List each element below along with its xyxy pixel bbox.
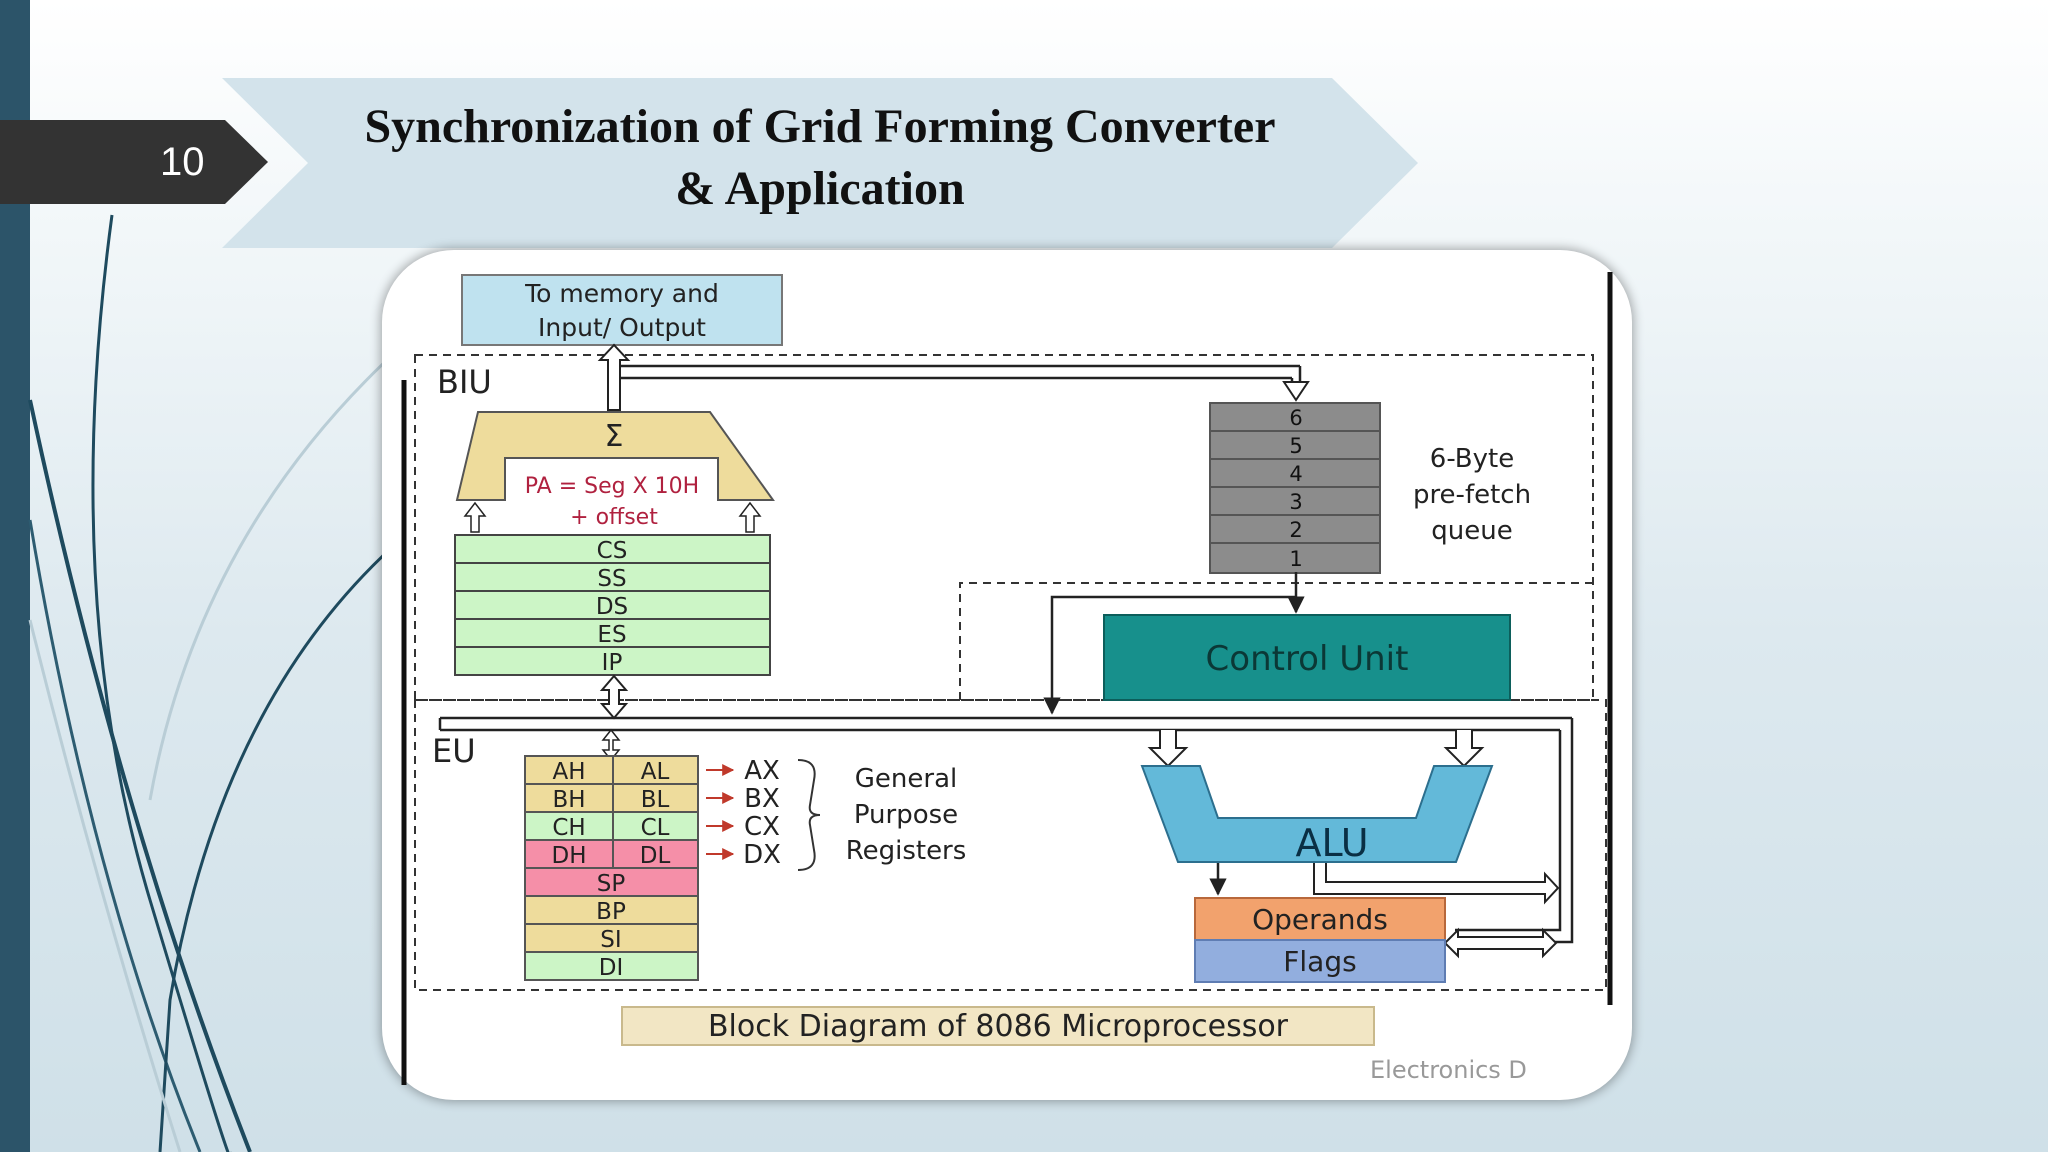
- pointer-register-cell: [524, 951, 699, 981]
- caption-text: Block Diagram of 8086 Microprocessor: [708, 1009, 1289, 1044]
- queue-label-line-1: 6-Byte: [1430, 444, 1514, 474]
- sigma-symbol: Σ: [605, 419, 624, 454]
- decorative-curves: [28, 214, 420, 1152]
- register-high-label: BH: [552, 787, 585, 813]
- pointer-register-label: SI: [600, 927, 621, 953]
- internal-connections: [438, 572, 1574, 959]
- queue-label-line-2: pre-fetch: [1413, 480, 1531, 510]
- memory-io-line-1: To memory and: [524, 279, 719, 308]
- biu-eu-divider: [959, 582, 1593, 700]
- register-low-cell: [612, 783, 699, 813]
- register-low-label: BL: [641, 787, 670, 813]
- slide-title-line-2: & Application: [675, 162, 965, 215]
- queue-slot: [1209, 458, 1381, 488]
- register-low-label: CL: [641, 815, 670, 841]
- segment-register-cell: [454, 534, 771, 564]
- register-pair-label: BX: [744, 784, 780, 814]
- register-pair-label: AX: [744, 756, 780, 786]
- register-low-label: AL: [641, 759, 670, 785]
- queue-slot: [1209, 486, 1381, 516]
- slide-number: 10: [160, 140, 205, 184]
- register-high-label: AH: [552, 759, 585, 785]
- register-low-label: DL: [640, 843, 671, 869]
- segment-register-cell: [454, 618, 771, 648]
- operands-label: Operands: [1252, 903, 1388, 936]
- queue-slot: [1209, 514, 1381, 544]
- adder-formula-line-2: + offset: [570, 505, 658, 530]
- queue-slot-label: 3: [1289, 490, 1302, 514]
- segment-register-label: SS: [597, 566, 626, 592]
- register-low-cell: [612, 755, 699, 785]
- biu-address-bus: [597, 343, 1310, 411]
- title-banner: [222, 78, 1418, 248]
- prefetch-queue: 6 5 4 3 2 1: [1209, 402, 1381, 574]
- eu-boundary: [414, 699, 1607, 991]
- eu-label: EU: [432, 732, 476, 770]
- segment-register-label: ES: [597, 622, 626, 648]
- gpr-label-line-1: General: [855, 764, 957, 794]
- memory-io-box: To memory and Input/ Output: [461, 274, 783, 346]
- segment-register-label: CS: [597, 538, 628, 564]
- flags-label: Flags: [1283, 945, 1356, 978]
- gpr-brace: [797, 759, 821, 871]
- slide-title: Synchronization of Grid Forming Converte…: [300, 96, 1340, 220]
- slide-title-line-1: Synchronization of Grid Forming Converte…: [364, 100, 1276, 153]
- block-diagram-8086: To memory and Input/ Output BIU EU Σ PA …: [401, 272, 1613, 1085]
- biu-boundary: [414, 354, 1594, 701]
- register-high-cell: [524, 811, 614, 841]
- segment-register-label: IP: [602, 650, 623, 676]
- biu-label: BIU: [437, 363, 492, 401]
- control-unit-label: Control Unit: [1206, 639, 1409, 679]
- register-high-label: DH: [551, 843, 586, 869]
- diagram-caption: Block Diagram of 8086 Microprocessor: [621, 1006, 1375, 1046]
- alu-block: ALU: [1140, 765, 1494, 865]
- pointer-register-label: SP: [597, 871, 626, 897]
- gpr-label-line-2: Purpose: [854, 800, 958, 830]
- queue-slot-label: 1: [1289, 547, 1302, 571]
- register-pair-label: DX: [743, 840, 781, 870]
- slide-number-tab: [0, 120, 268, 204]
- queue-slot-label: 5: [1289, 434, 1302, 458]
- queue-label-line-3: queue: [1431, 516, 1512, 546]
- queue-slot-label: 6: [1289, 406, 1302, 430]
- address-adder: Σ PA = Seg X 10H + offset: [455, 411, 775, 533]
- watermark: Electronics D: [1370, 1056, 1527, 1084]
- operands-flags-block: Operands Flags: [1194, 897, 1446, 983]
- control-unit-box: Control Unit: [1103, 614, 1511, 701]
- queue-slot-label: 4: [1289, 462, 1302, 486]
- pointer-register-label: DI: [599, 955, 624, 981]
- segment-register-label: DS: [596, 594, 628, 620]
- gpr-label-line-3: Registers: [846, 836, 967, 866]
- pointer-register-label: BP: [596, 899, 626, 925]
- alu-label: ALU: [1295, 821, 1368, 865]
- pointer-register-cell: [524, 867, 699, 897]
- queue-slot-label: 2: [1289, 518, 1302, 542]
- adder-formula-line-1: PA = Seg X 10H: [525, 474, 699, 499]
- segment-register-cell: [454, 646, 771, 676]
- segment-register-cell: [454, 562, 771, 592]
- queue-slot: [1209, 430, 1381, 460]
- pointer-register-cell: [524, 895, 699, 925]
- memory-io-line-2: Input/ Output: [538, 313, 706, 342]
- register-high-label: CH: [552, 815, 585, 841]
- register-pair-label: CX: [744, 812, 780, 842]
